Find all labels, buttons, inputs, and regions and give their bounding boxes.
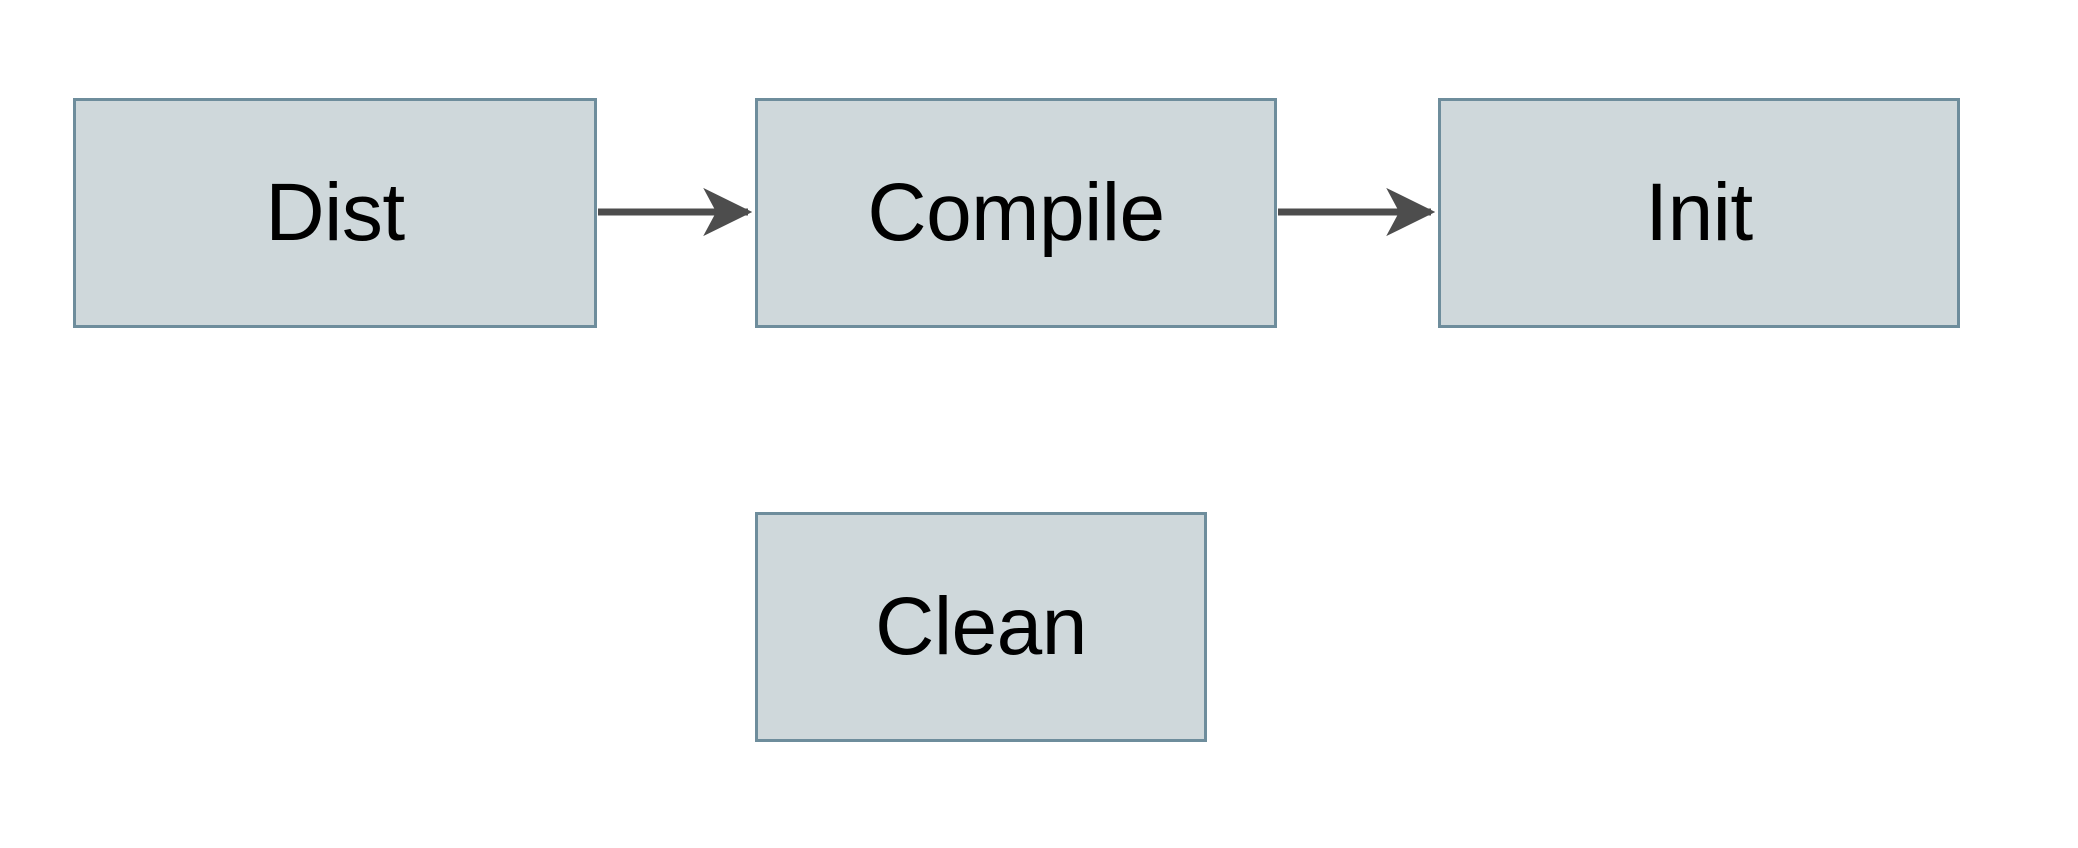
- node-dist[interactable]: Dist: [73, 98, 597, 328]
- node-clean[interactable]: Clean: [755, 512, 1207, 742]
- node-label-clean: Clean: [875, 581, 1087, 672]
- node-label-init: Init: [1645, 167, 1753, 258]
- node-label-dist: Dist: [265, 167, 405, 258]
- node-compile[interactable]: Compile: [755, 98, 1277, 328]
- node-init[interactable]: Init: [1438, 98, 1960, 328]
- node-label-compile: Compile: [867, 167, 1165, 258]
